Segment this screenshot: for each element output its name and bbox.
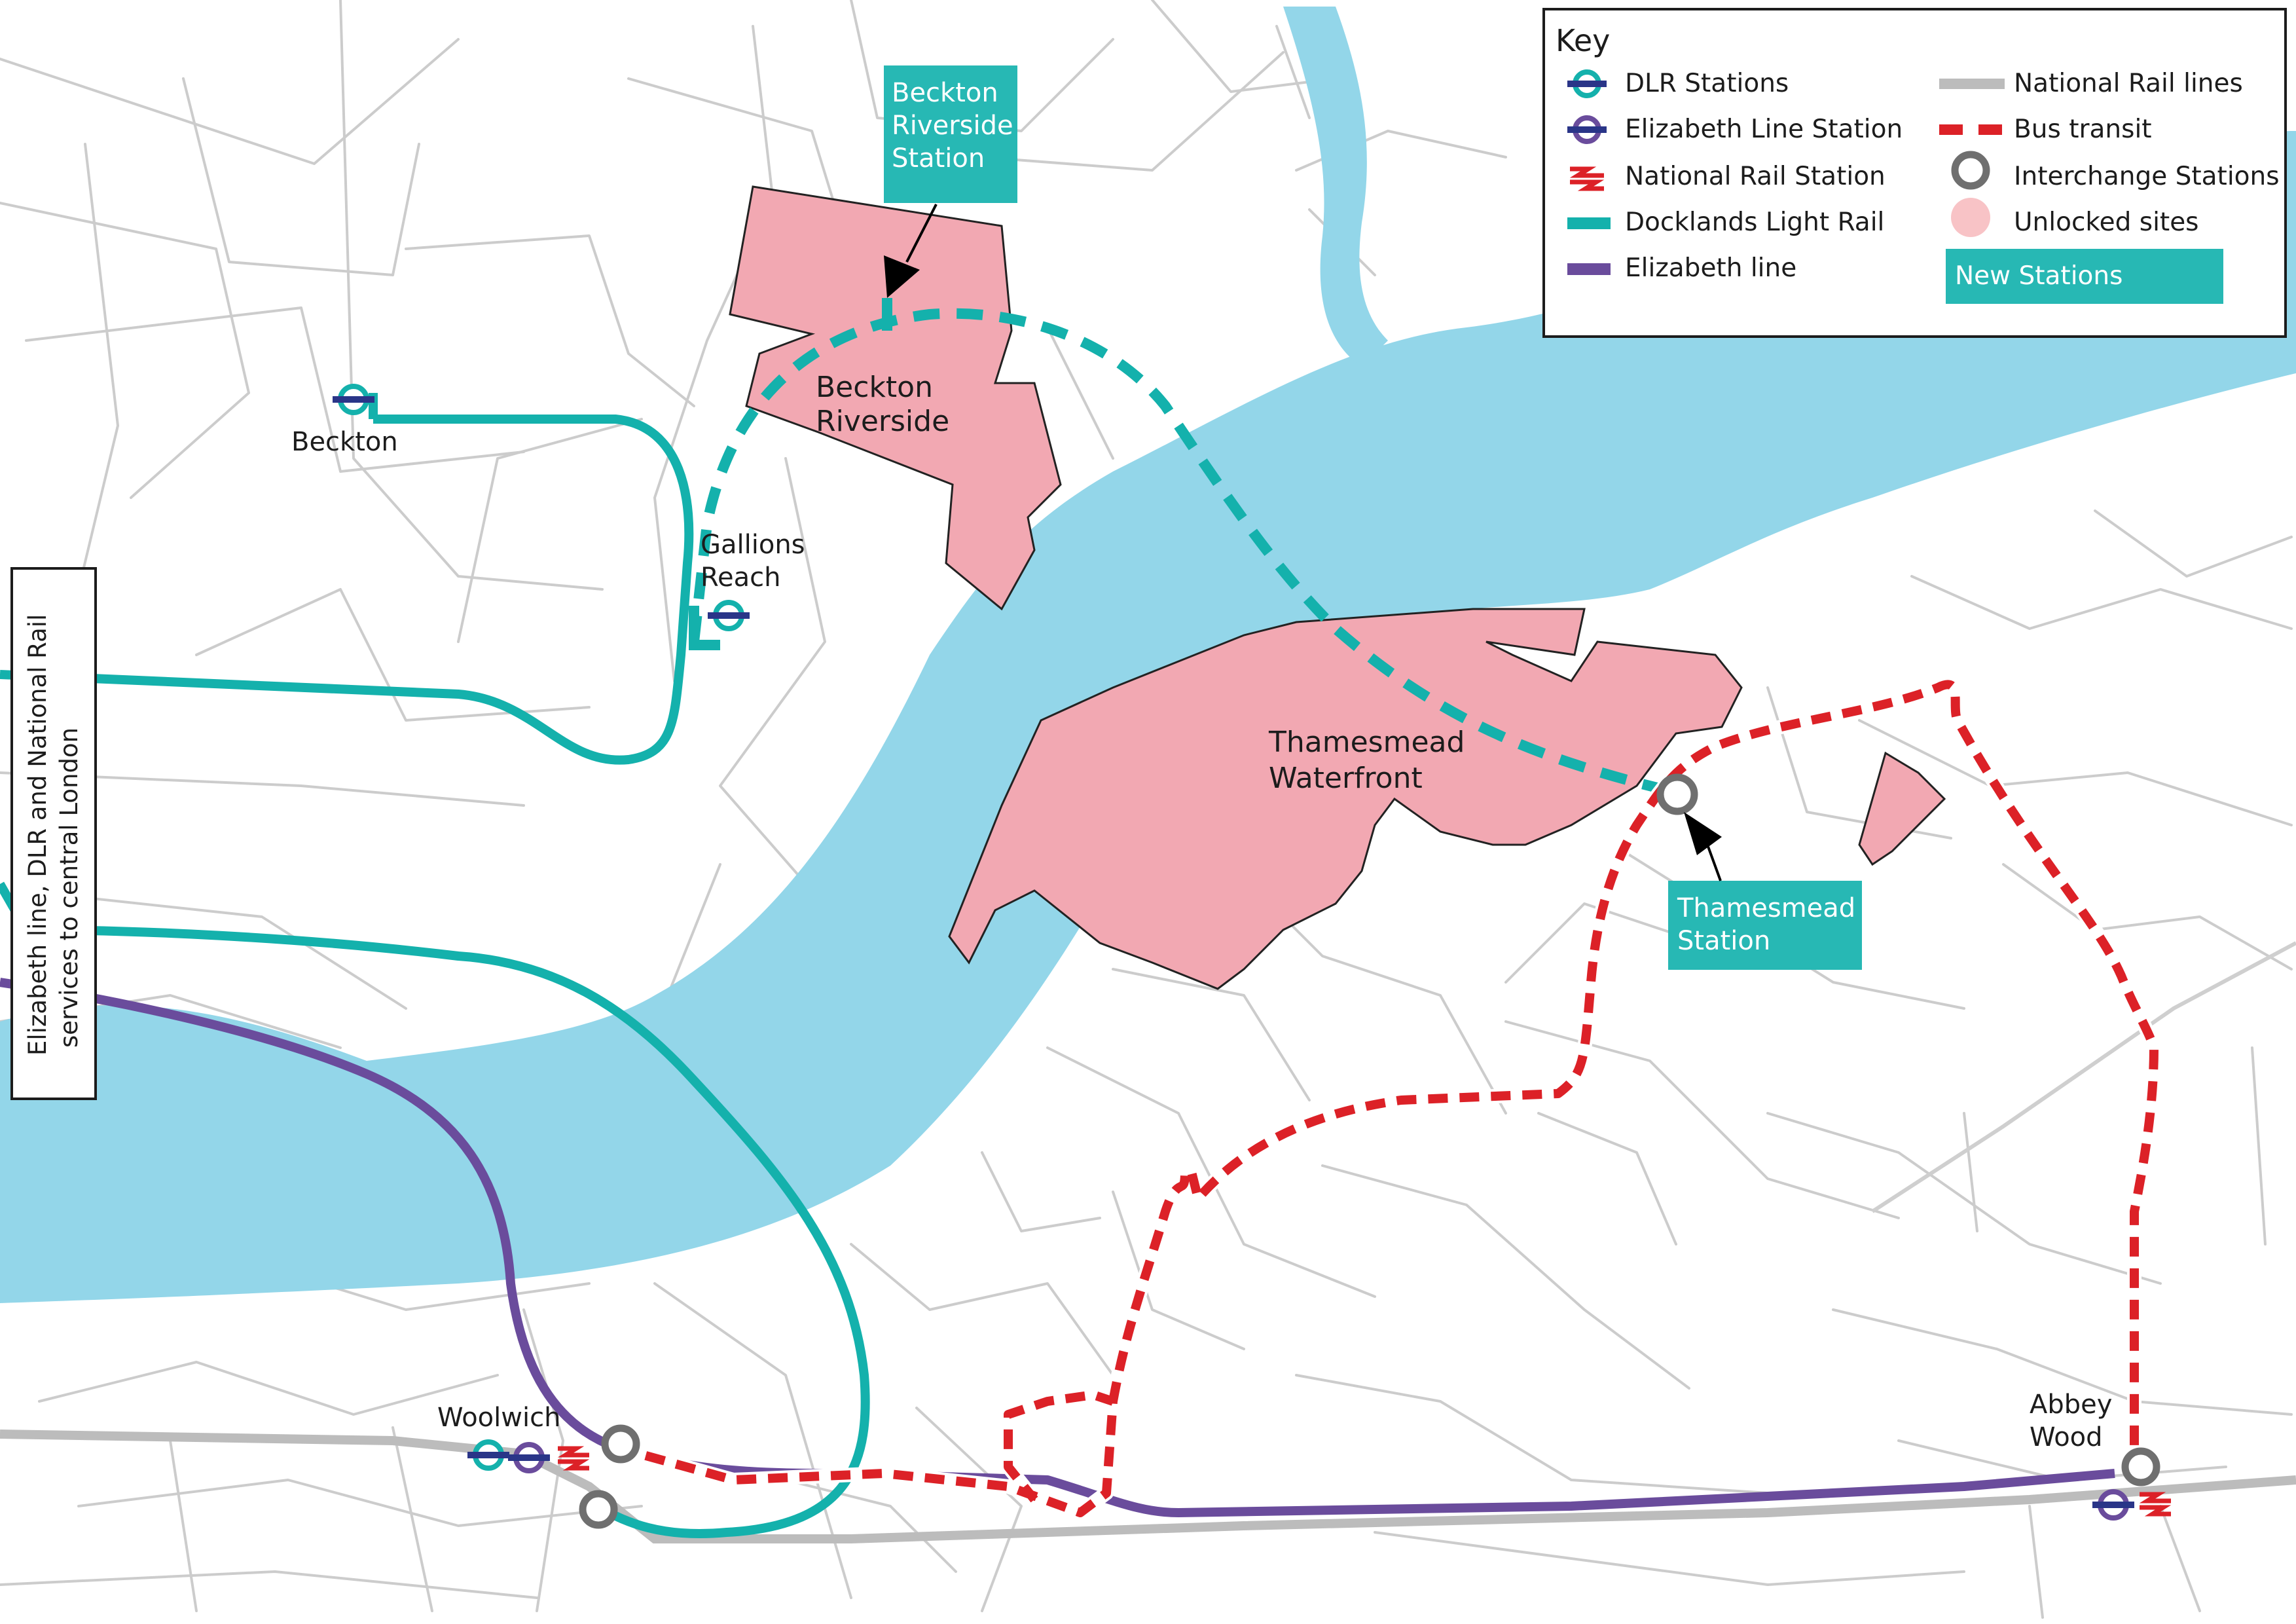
callout-thamesmead-text: Thamesmead Station bbox=[1677, 893, 1864, 956]
key-icon-dlr-station bbox=[1567, 69, 1607, 98]
key-icon-elizabeth-line bbox=[1567, 263, 1611, 275]
label-beckton-riverside-line2: Riverside bbox=[816, 405, 949, 438]
label-beckton-riverside-line1: Beckton bbox=[816, 371, 933, 404]
key-icon-bus-transit bbox=[1939, 124, 2002, 135]
arrow-icon bbox=[884, 255, 920, 298]
station-woolwich bbox=[467, 1439, 590, 1473]
unlocked-site-beckton-riverside bbox=[729, 185, 1062, 611]
key-icon-interchange bbox=[1951, 151, 1990, 190]
side-note-box: Elizabeth line, DLR and National Rail se… bbox=[10, 567, 97, 1100]
side-note-text: Elizabeth line, DLR and National Rail se… bbox=[24, 606, 83, 1056]
map-key: Key DLR Stations Elizabeth Line Station … bbox=[1542, 8, 2287, 338]
label-abbey-wood-line1: Abbey bbox=[2030, 1390, 2112, 1420]
key-icon-national-rail-station bbox=[1569, 166, 1605, 191]
label-thamesmead-waterfront-line1: Thamesmead bbox=[1268, 726, 1465, 759]
station-gallions-reach bbox=[708, 600, 750, 631]
interchange-station-thamesmead bbox=[1656, 773, 1698, 815]
label-beckton: Beckton bbox=[291, 427, 398, 457]
label-thamesmead-waterfront-line2: Waterfront bbox=[1269, 762, 1423, 795]
callout-beckton-riverside-text: Beckton Riverside Station bbox=[892, 78, 1021, 174]
callout-ts-line2: Station bbox=[1677, 926, 1770, 956]
side-note-line2: services to central London bbox=[55, 728, 83, 1048]
station-beckton bbox=[333, 384, 374, 415]
label-woolwich: Woolwich bbox=[437, 1403, 560, 1433]
key-icon-unlocked-site bbox=[1951, 198, 1990, 237]
national-rail-icon bbox=[557, 1446, 590, 1471]
key-icon-new-station bbox=[1946, 249, 2223, 304]
dlr-extension-proposed bbox=[689, 308, 1677, 798]
key-title: Key bbox=[1556, 23, 1610, 58]
dlr-extension-stub bbox=[689, 606, 720, 650]
key-label-dlr-stations: DLR Stations bbox=[1625, 69, 1789, 98]
dlr-line-beckton bbox=[0, 415, 694, 765]
key-label-interchange: Interchange Stations bbox=[2014, 162, 2280, 191]
label-gallions-reach: Gallions Reach bbox=[701, 530, 813, 593]
key-label-unlocked-sites: Unlocked sites bbox=[2014, 208, 2199, 237]
river-creek bbox=[1283, 7, 1388, 367]
dlr-line-woolwich bbox=[0, 881, 870, 1538]
label-gallions-reach-line1: Gallions bbox=[701, 530, 805, 560]
callout-thamesmead-station: Thamesmead Station bbox=[1668, 812, 1864, 970]
label-abbey-wood-line2: Wood bbox=[2030, 1422, 2103, 1452]
interchange-station-abbey-wood bbox=[2121, 1447, 2160, 1486]
callout-brs-line1: Beckton bbox=[892, 78, 998, 108]
callout-brs-line2: Riverside bbox=[892, 111, 1013, 141]
key-label-new-stations: New Stations bbox=[1955, 261, 2123, 291]
callout-brs-line3: Station bbox=[892, 143, 985, 174]
key-label-elizabeth-line: Elizabeth line bbox=[1625, 253, 1796, 283]
key-label-national-rail-station: National Rail Station bbox=[1625, 162, 1886, 191]
key-label-national-rail-lines: National Rail lines bbox=[2014, 69, 2243, 98]
elizabeth-line bbox=[0, 978, 2115, 1517]
callout-ts-line1: Thamesmead bbox=[1677, 893, 1855, 923]
label-abbey-wood: Abbey Wood bbox=[2030, 1390, 2121, 1452]
national-rail-icon bbox=[2139, 1492, 2172, 1517]
interchange-station-woolwich-north bbox=[601, 1424, 640, 1464]
station-abbey-wood bbox=[2092, 1489, 2172, 1521]
unlocked-site-thamesmead-waterfront bbox=[948, 608, 1743, 990]
key-label-dlr-line: Docklands Light Rail bbox=[1625, 208, 1884, 237]
key-icon-national-rail-line bbox=[1939, 79, 2005, 89]
interchange-station-woolwich-south bbox=[579, 1490, 618, 1529]
key-label-bus-transit: Bus transit bbox=[2014, 115, 2152, 144]
national-rail-branch bbox=[1871, 941, 2296, 1213]
callout-beckton-riverside-station: Beckton Riverside Station bbox=[884, 65, 1021, 298]
unlocked-site-small bbox=[1858, 751, 1946, 866]
key-icon-elizabeth-station bbox=[1567, 115, 1607, 144]
label-gallions-reach-line2: Reach bbox=[701, 563, 780, 593]
arrow-icon bbox=[1684, 812, 1722, 855]
label-beckton-riverside: Beckton Riverside bbox=[816, 371, 949, 438]
key-icon-dlr-line bbox=[1567, 217, 1611, 229]
label-thamesmead-waterfront: Thamesmead Waterfront bbox=[1268, 726, 1474, 795]
side-note-line1: Elizabeth line, DLR and National Rail bbox=[24, 614, 52, 1056]
key-label-elizabeth-station: Elizabeth Line Station bbox=[1625, 115, 1903, 144]
national-rail-line bbox=[0, 1430, 2296, 1543]
